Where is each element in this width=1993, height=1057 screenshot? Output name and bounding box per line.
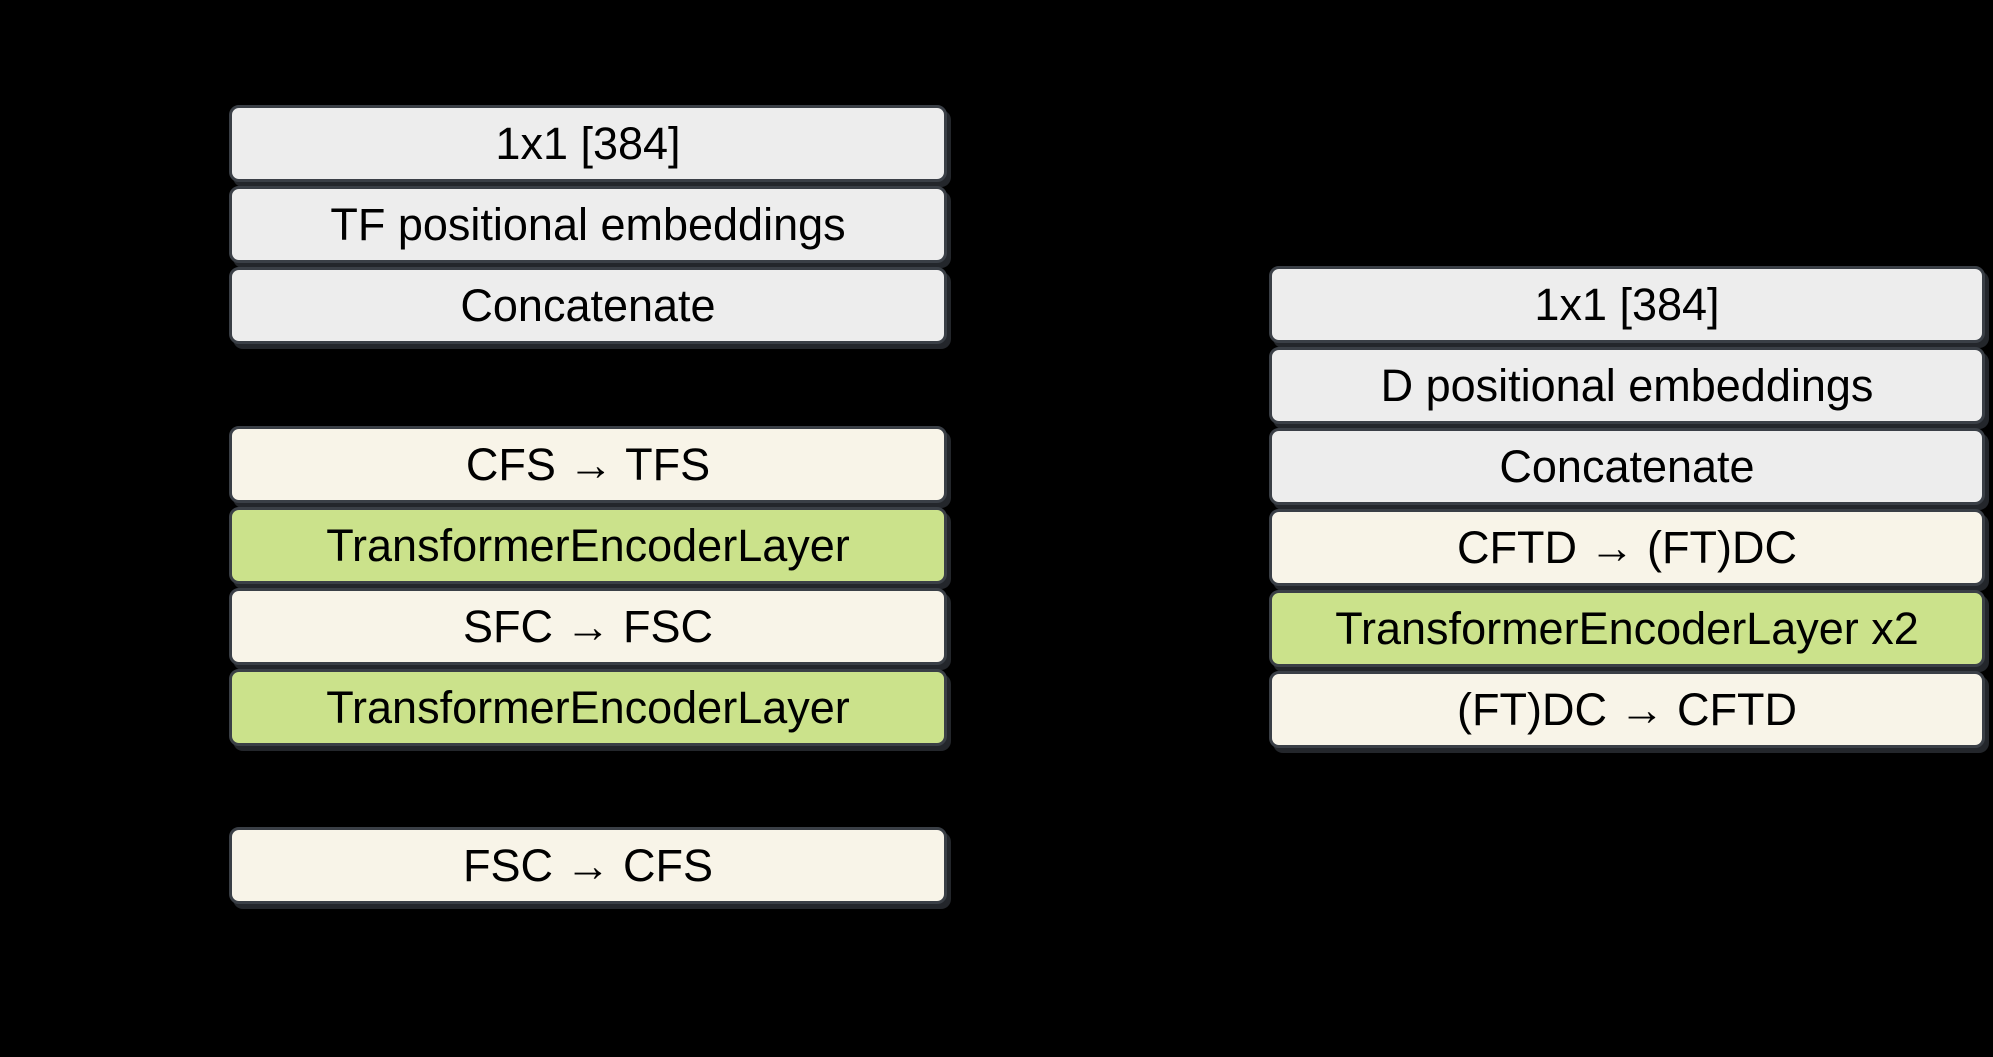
right-box-ftdc-to-cftd: (FT)DC → CFTD — [1269, 671, 1985, 748]
left-box-cfs-to-tfs: CFS → TFS — [229, 426, 947, 503]
left-box-concatenate: Concatenate — [229, 267, 947, 344]
left-box-fsc-to-cfs: FSC → CFS — [229, 827, 947, 904]
right-box-transformer-encoder-layer-x2: TransformerEncoderLayer x2 — [1269, 590, 1985, 667]
left-box-transformer-encoder-layer-2: TransformerEncoderLayer — [229, 669, 947, 746]
left-box-tf-positional-embeddings: TF positional embeddings — [229, 186, 947, 263]
left-box-sfc-to-fsc: SFC → FSC — [229, 588, 947, 665]
left-box-1x1-384: 1x1 [384] — [229, 105, 947, 182]
right-box-1x1-384: 1x1 [384] — [1269, 266, 1985, 343]
right-box-concatenate: Concatenate — [1269, 428, 1985, 505]
right-box-cftd-to-ftdc: CFTD → (FT)DC — [1269, 509, 1985, 586]
right-box-d-positional-embeddings: D positional embeddings — [1269, 347, 1985, 424]
left-box-transformer-encoder-layer-1: TransformerEncoderLayer — [229, 507, 947, 584]
